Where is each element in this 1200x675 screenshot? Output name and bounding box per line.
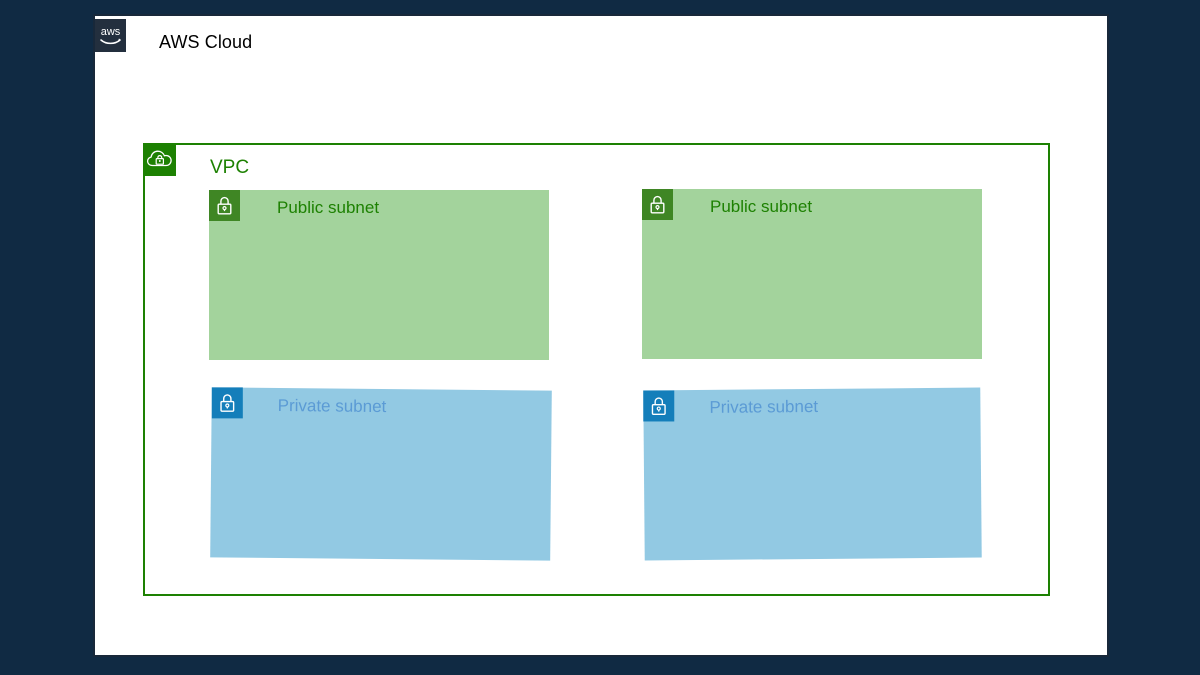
subnet-private-a-label: Private subnet bbox=[277, 396, 387, 417]
lock-icon bbox=[643, 390, 675, 422]
vpc-cloud-lock-icon bbox=[143, 143, 176, 176]
lock-icon bbox=[211, 387, 243, 419]
svg-text:aws: aws bbox=[101, 26, 121, 38]
lock-icon bbox=[642, 189, 673, 220]
vpc-container bbox=[143, 143, 1050, 596]
subnet-public-b-fill bbox=[642, 189, 982, 359]
aws-logo-icon: aws bbox=[95, 19, 126, 52]
subnet-public-b-label: Public subnet bbox=[710, 197, 813, 216]
lock-icon bbox=[209, 190, 240, 221]
subnet-private-a[interactable]: Private subnet bbox=[210, 387, 552, 561]
subnet-private-b[interactable]: Private subnet bbox=[643, 387, 982, 561]
aws-cloud-label: AWS Cloud bbox=[159, 32, 253, 52]
subnet-private-b-label: Private subnet bbox=[709, 396, 819, 417]
vpc-label: VPC bbox=[210, 157, 250, 178]
subnet-public-a-label: Public subnet bbox=[277, 198, 380, 217]
subnet-public-a[interactable]: Public subnet bbox=[209, 190, 549, 360]
subnet-public-a-fill bbox=[209, 190, 549, 360]
subnet-public-b[interactable]: Public subnet bbox=[642, 189, 982, 359]
